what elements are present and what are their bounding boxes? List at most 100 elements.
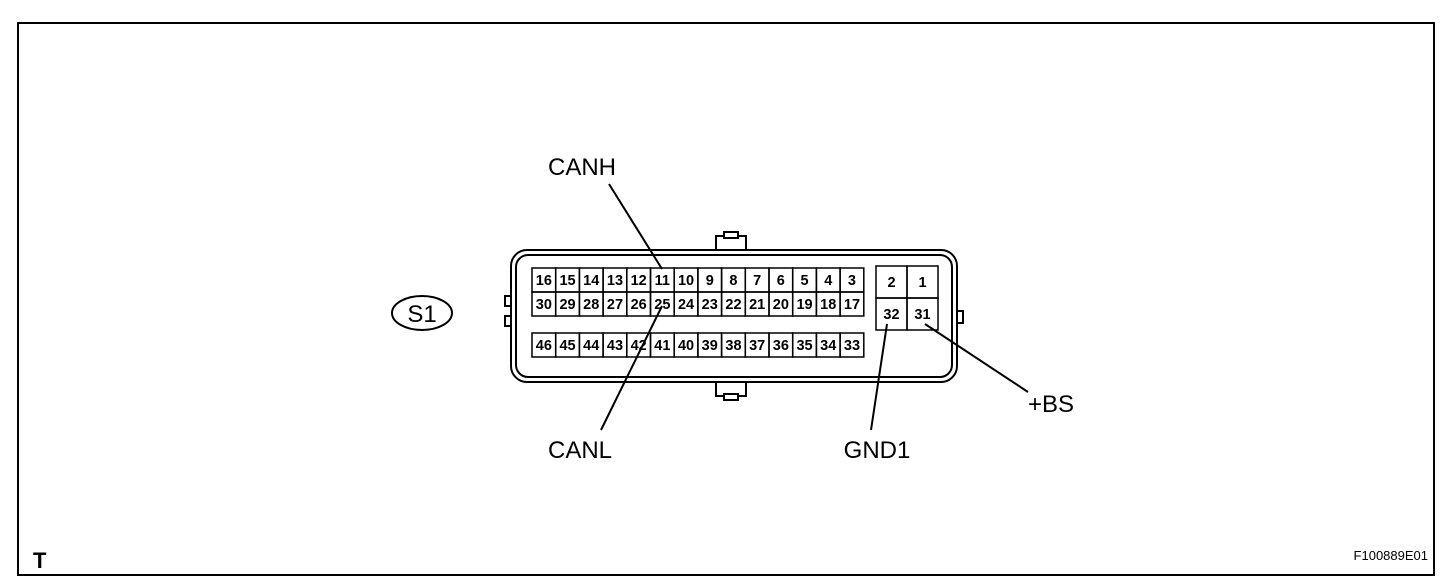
pin-cell-6: 6 bbox=[768, 267, 794, 293]
figure-id: F100889E01 bbox=[1354, 548, 1428, 563]
pin-cell-21: 21 bbox=[744, 291, 770, 317]
pin-cell-39: 39 bbox=[697, 332, 723, 358]
pin-number: 45 bbox=[559, 338, 575, 354]
pin-cell-15: 15 bbox=[554, 267, 581, 293]
pin-number: 2 bbox=[887, 275, 895, 291]
pin-cell-23: 23 bbox=[697, 291, 723, 317]
pin-cell-45: 45 bbox=[554, 332, 581, 358]
pin-cell-1: 1 bbox=[906, 265, 939, 299]
pin-cell-2: 2 bbox=[875, 265, 908, 299]
pin-number: 7 bbox=[753, 273, 761, 289]
pin-number: 4 bbox=[824, 273, 832, 289]
gnd1-label: GND1 bbox=[844, 437, 911, 464]
pin-cell-46: 46 bbox=[531, 332, 557, 358]
pin-cell-40: 40 bbox=[673, 332, 699, 358]
pin-cell-26: 26 bbox=[626, 291, 652, 317]
gnd1-leader bbox=[870, 323, 888, 431]
pin-number: 41 bbox=[654, 338, 670, 354]
pin-number: 29 bbox=[559, 297, 575, 313]
pin-number: 17 bbox=[844, 297, 860, 313]
pin-number: 19 bbox=[796, 297, 812, 313]
pin-number: 24 bbox=[678, 297, 694, 313]
pin-cell-33: 33 bbox=[839, 332, 865, 358]
pin-cell-31: 31 bbox=[906, 297, 939, 331]
pin-cell-28: 28 bbox=[578, 291, 604, 317]
pin-number: 44 bbox=[583, 338, 599, 354]
pin-number: 33 bbox=[844, 338, 860, 354]
pin-number: 26 bbox=[631, 297, 647, 313]
canh-label: CANH bbox=[548, 154, 616, 181]
pin-number: 8 bbox=[729, 273, 737, 289]
pin-cell-19: 19 bbox=[791, 291, 818, 317]
pin-cell-11: 11 bbox=[649, 267, 675, 293]
canl-leader bbox=[600, 305, 663, 431]
pin-number: 22 bbox=[725, 297, 741, 313]
pin-number: 37 bbox=[749, 338, 765, 354]
pin-cell-43: 43 bbox=[602, 332, 628, 358]
pin-number: 18 bbox=[820, 297, 836, 313]
pin-number: 14 bbox=[583, 273, 599, 289]
pin-number: 3 bbox=[848, 273, 856, 289]
pin-cell-37: 37 bbox=[744, 332, 770, 358]
pin-number: 12 bbox=[631, 273, 647, 289]
pin-number: 42 bbox=[631, 338, 647, 354]
pin-cell-36: 36 bbox=[768, 332, 794, 358]
diagram-frame bbox=[17, 22, 1435, 576]
pin-number: 23 bbox=[702, 297, 718, 313]
pin-cell-18: 18 bbox=[815, 291, 841, 317]
pin-cell-27: 27 bbox=[602, 291, 628, 317]
pin-number: 38 bbox=[725, 338, 741, 354]
pin-cell-34: 34 bbox=[815, 332, 841, 358]
pin-number: 32 bbox=[883, 307, 899, 323]
pin-number: 46 bbox=[536, 338, 552, 354]
canl-label: CANL bbox=[548, 437, 612, 464]
bs-label: +BS bbox=[1028, 391, 1074, 418]
canh-leader bbox=[608, 183, 663, 270]
pin-cell-25: 25 bbox=[649, 291, 675, 317]
pin-cell-35: 35 bbox=[791, 332, 818, 358]
pin-number: 21 bbox=[749, 297, 765, 313]
pin-cell-7: 7 bbox=[744, 267, 770, 293]
pin-cell-13: 13 bbox=[602, 267, 628, 293]
pin-cell-3: 3 bbox=[839, 267, 865, 293]
pin-number: 10 bbox=[678, 273, 694, 289]
pin-number: 16 bbox=[536, 273, 552, 289]
pin-number: 31 bbox=[914, 307, 930, 323]
pin-number: 40 bbox=[678, 338, 694, 354]
pin-cell-4: 4 bbox=[815, 267, 841, 293]
pin-number: 13 bbox=[607, 273, 623, 289]
pin-number: 35 bbox=[796, 338, 812, 354]
pin-number: 34 bbox=[820, 338, 836, 354]
bs-leader bbox=[924, 323, 1029, 393]
leader-lines bbox=[600, 183, 1029, 431]
pin-number: 30 bbox=[536, 297, 552, 313]
pin-cell-44: 44 bbox=[578, 332, 604, 358]
pin-number: 6 bbox=[777, 273, 785, 289]
connector-housing bbox=[504, 231, 964, 401]
pin-number: 5 bbox=[801, 273, 809, 289]
corner-mark: T bbox=[33, 548, 47, 573]
connector-code: S1 bbox=[407, 301, 436, 328]
pin-cell-10: 10 bbox=[673, 267, 699, 293]
pin-cell-12: 12 bbox=[626, 267, 652, 293]
pin-cell-30: 30 bbox=[531, 291, 557, 317]
pin-number: 39 bbox=[702, 338, 718, 354]
pin-number: 27 bbox=[607, 297, 623, 313]
pin-number: 15 bbox=[559, 273, 575, 289]
pin-cell-5: 5 bbox=[791, 267, 818, 293]
pin-cell-9: 9 bbox=[697, 267, 723, 293]
pin-number: 25 bbox=[654, 297, 670, 313]
pin-cell-16: 16 bbox=[531, 267, 557, 293]
pin-cell-24: 24 bbox=[673, 291, 699, 317]
pin-number: 11 bbox=[655, 273, 670, 289]
pin-cell-17: 17 bbox=[839, 291, 865, 317]
pin-cell-20: 20 bbox=[768, 291, 794, 317]
connector-code-badge: S1 bbox=[391, 295, 453, 331]
pin-cell-22: 22 bbox=[720, 291, 747, 317]
pin-cell-14: 14 bbox=[578, 267, 604, 293]
pin-number: 43 bbox=[607, 338, 623, 354]
pin-cell-32: 32 bbox=[875, 297, 908, 331]
